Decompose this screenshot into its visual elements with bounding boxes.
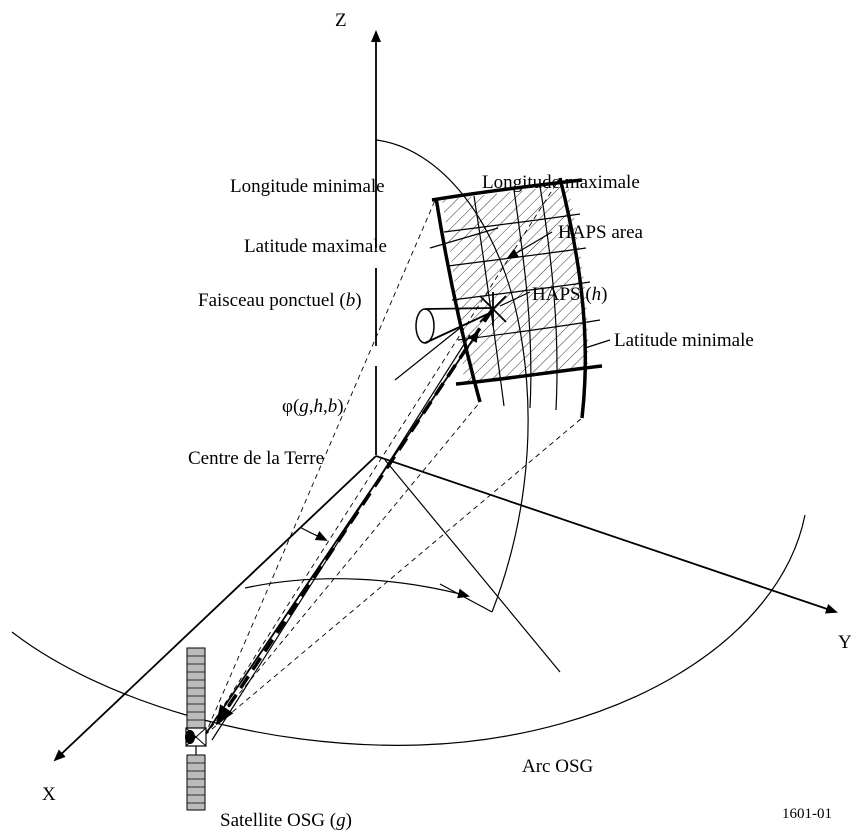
leader-haps-h: [499, 291, 531, 307]
spot-beam-antenna: [415, 307, 493, 344]
haps-area-label: HAPS area: [558, 222, 644, 243]
phi-h: h: [314, 396, 324, 417]
spot-beam-label-suffix: ): [355, 290, 361, 311]
leader-latitude-max: [429, 227, 499, 249]
longitude-max-label: Longitude maximale: [482, 172, 640, 193]
phi-comma-1: ,: [309, 396, 314, 417]
haps-label: HAPS (h): [532, 284, 607, 305]
z-axis-label: Z: [335, 10, 347, 31]
haps-label-var: h: [592, 284, 602, 305]
leader-latitude-min: [584, 339, 611, 349]
plane-edge-line: [384, 459, 561, 673]
plane-edge-line-2: [439, 583, 493, 613]
longitude-min-label: Longitude minimale: [230, 176, 385, 197]
phi-suffix: ): [337, 396, 343, 417]
leader-haps-area: [506, 231, 553, 260]
satellite-label: Satellite OSG (g): [220, 810, 352, 831]
y-axis-label: Y: [838, 632, 851, 653]
phi-g: g: [299, 396, 309, 417]
x-axis-label: X: [42, 784, 56, 805]
haps-label-suffix: ): [601, 284, 607, 305]
satellite-label-suffix: ): [346, 810, 352, 831]
phi-b: b: [328, 396, 338, 417]
haps-label-prefix: HAPS (: [532, 284, 592, 305]
satellite-label-prefix: Satellite OSG (: [220, 810, 336, 831]
gso-arc-label: Arc OSG: [522, 756, 594, 777]
gso-arc: [11, 514, 806, 746]
beam-direction-line-2: [211, 334, 471, 741]
gso-satellite-icon: [185, 647, 207, 811]
spot-beam-label-prefix: Faisceau ponctuel (: [198, 290, 346, 311]
latitude-min-label: Latitude minimale: [614, 330, 754, 351]
haps-marker: [479, 292, 507, 326]
phi-label: φ(g,h,b): [282, 396, 344, 417]
latitude-angle-arc: [299, 526, 328, 541]
earth-centre-label: Centre de la Terre: [188, 448, 324, 469]
spot-beam-label-var: b: [346, 290, 356, 311]
y-axis: [375, 455, 838, 614]
figure-id: 1601-01: [782, 806, 832, 822]
beam-direction-line: [204, 330, 480, 736]
projection-lines: [204, 177, 583, 736]
plane-edge-line-3: [239, 455, 377, 586]
spot-beam-label: Faisceau ponctuel (b): [198, 290, 362, 311]
phi-pointer: [394, 327, 461, 381]
satellite-label-var: g: [336, 810, 346, 831]
phi-prefix: φ(: [282, 396, 299, 417]
latitude-max-label: Latitude maximale: [244, 236, 387, 257]
longitude-angle-arc: [244, 578, 470, 599]
phi-comma-2: ,: [323, 396, 328, 417]
